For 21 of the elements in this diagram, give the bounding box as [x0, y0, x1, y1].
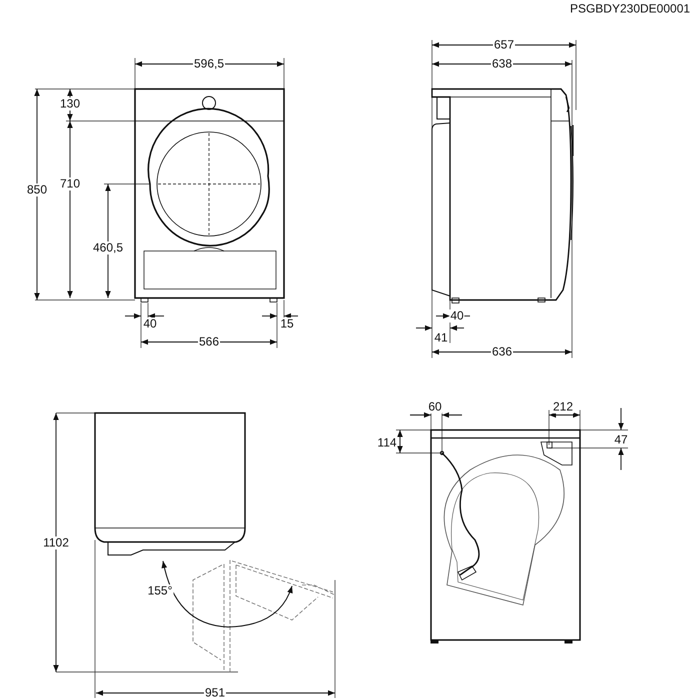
dimension-label: 60: [427, 400, 443, 414]
dimension-label: 1102: [42, 536, 70, 550]
dimension-label: 460,5: [92, 242, 124, 254]
dimension-label: 951: [204, 686, 226, 700]
dimension-label: 638: [490, 58, 514, 70]
drawing-code: PSGBDY230DE00001: [568, 2, 692, 16]
dimension-label: 636: [490, 346, 514, 358]
dimension-label: 40: [142, 318, 158, 330]
dimension-label: 596,5: [192, 58, 226, 70]
dimension-label: 41: [433, 332, 449, 344]
dimension-label: 212: [552, 400, 574, 414]
dimension-label: 566: [198, 336, 220, 348]
dimension-label: 40: [449, 310, 465, 322]
dimension-label: 657: [492, 38, 516, 52]
dimension-label: 15: [279, 318, 295, 330]
dimension-label: 114: [376, 436, 398, 450]
dimension-label: 47: [613, 434, 629, 446]
dimension-label: 155°: [146, 584, 174, 598]
dimension-label: 850: [26, 184, 48, 196]
dimension-label: 130: [58, 98, 82, 110]
dimension-label: 710: [58, 178, 82, 190]
